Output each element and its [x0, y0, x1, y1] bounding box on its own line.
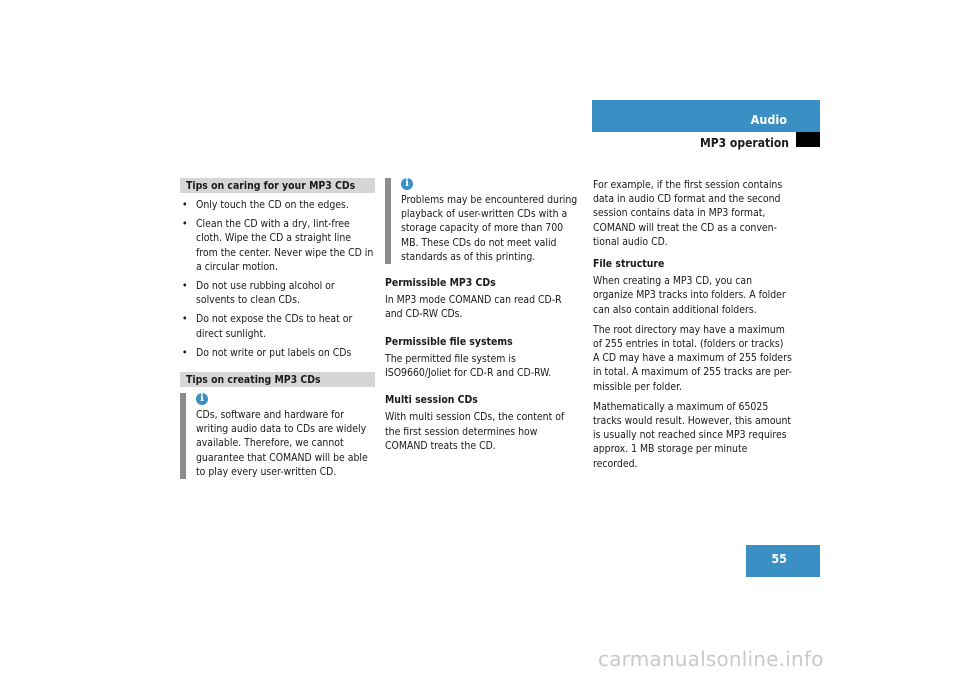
- bullet-icon: •: [182, 346, 188, 359]
- column-right: For example, if the first session contai…: [593, 178, 793, 471]
- list-item: •Do not use rubbing alcohol or solvents …: [182, 280, 335, 307]
- filesystems-text: The permitted file system is ISO9660/Jol…: [385, 352, 552, 380]
- section-header: Audio: [592, 100, 820, 132]
- info-note: i Problems may be encountered during pla…: [385, 178, 581, 265]
- note-text: CDs, software and hardware for writing a…: [196, 409, 368, 478]
- section-title: Audio: [750, 112, 787, 127]
- info-icon: i: [196, 393, 208, 406]
- example-text: For example, if the first session contai…: [593, 179, 783, 248]
- bullet-icon: •: [182, 199, 188, 211]
- multisession-text: With multi session CDs, the content of t…: [385, 411, 565, 452]
- note-bar: [180, 393, 186, 480]
- care-heading: Tips on caring for your MP3 CDs: [180, 178, 375, 193]
- list-item: •Do not expose the CDs to heat or direct…: [182, 313, 353, 340]
- root-text: The root directory may have a maximum of…: [593, 323, 785, 351]
- creating-heading: Tips on creating MP3 CDs: [180, 372, 375, 388]
- filesystems-heading: Permissible file systems: [385, 335, 513, 348]
- info-icon: i: [401, 178, 413, 190]
- note-bar: [385, 178, 391, 265]
- bullet-icon: •: [182, 313, 188, 326]
- permissible-heading: Permissible MP3 CDs: [385, 277, 496, 290]
- multisession-heading: Multi session CDs: [385, 394, 478, 407]
- list-item: •Clean the CD with a dry, lint-free clot…: [182, 218, 374, 273]
- folders-text: A CD may have a maximum of 255 folders i…: [593, 352, 792, 393]
- list-item: •Only touch the CD on the edges.: [182, 199, 349, 211]
- page-number: 55: [771, 551, 787, 566]
- column-middle: i Problems may be encountered during pla…: [385, 178, 581, 453]
- watermark: carmanualsonline.info: [598, 647, 824, 671]
- bullet-icon: •: [182, 218, 188, 231]
- page-number-box: 55: [746, 545, 820, 577]
- care-list: •Only touch the CD on the edges. •Clean …: [180, 198, 375, 360]
- info-note: i CDs, software and hardware for writing…: [180, 393, 375, 480]
- bullet-icon: •: [182, 280, 188, 293]
- note-text: Problems may be encountered during playb…: [401, 194, 578, 263]
- column-left: Tips on caring for your MP3 CDs •Only to…: [180, 178, 375, 480]
- permissible-text: In MP3 mode COMAND can read CD-R and CD-…: [385, 294, 562, 321]
- section-subtitle: MP3 operation: [700, 136, 789, 150]
- math-text: Mathematically a maximum of 65025 tracks…: [593, 400, 792, 470]
- header-marker: [796, 132, 820, 147]
- structure-text: When creating a MP3 CD, you can organize…: [593, 275, 786, 316]
- structure-heading: File structure: [593, 258, 665, 271]
- list-item: •Do not write or put labels on CDs: [182, 346, 352, 359]
